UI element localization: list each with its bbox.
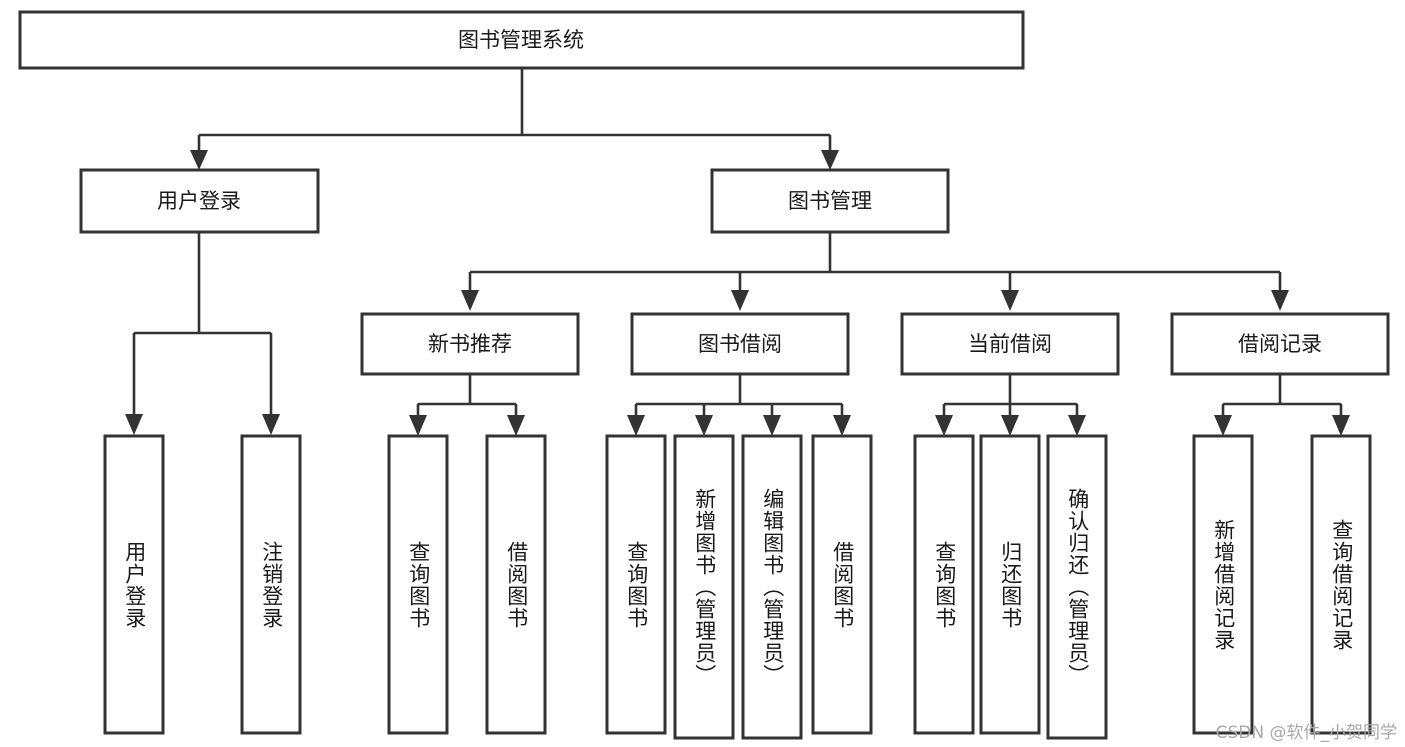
node-box-leaf-return-book[interactable] (979, 434, 1041, 735)
arrow-to-borrow-record (1271, 290, 1289, 311)
label-book-manage: 图书管理 (788, 189, 872, 213)
node-box-leaf-query-record[interactable] (1310, 434, 1372, 735)
arrow-to-leaf-query-book-3 (935, 415, 953, 436)
node-box-current-borrow[interactable] (900, 312, 1120, 376)
node-box-user-login[interactable] (79, 168, 320, 234)
label-leaf-return-book: 归还图书 (998, 540, 1023, 629)
arrow-to-leaf-borrow-book-1 (507, 415, 525, 436)
arrow-to-leaf-add-book (695, 415, 713, 436)
node-box-leaf-borrow-book-1[interactable] (485, 434, 547, 735)
node-box-book-borrow[interactable] (630, 312, 850, 376)
arrow-to-new-book-rec (461, 290, 479, 311)
node-box-leaf-confirm-return[interactable] (1046, 434, 1108, 740)
label-user-login: 用户登录 (157, 189, 241, 213)
label-leaf-query-book-3: 查询图书 (932, 540, 957, 629)
connector-layer (125, 68, 1350, 436)
node-box-leaf-add-book[interactable] (673, 434, 735, 740)
node-box-leaf-add-record[interactable] (1192, 434, 1254, 735)
arrow-to-leaf-edit-book (763, 415, 781, 436)
label-borrow-record: 借阅记录 (1238, 332, 1322, 356)
arrow-to-leaf-confirm-return (1068, 415, 1086, 436)
arrow-to-leaf-query-book-1 (409, 415, 427, 436)
node-box-new-book-rec[interactable] (360, 312, 580, 376)
node-box-leaf-logout[interactable] (240, 434, 302, 735)
label-leaf-borrow-book-1: 借阅图书 (504, 540, 529, 629)
label-leaf-confirm-return: 确认归还（管理员） (1065, 488, 1090, 686)
horizontal-label-layer: 图书管理系统 用户登录 图书管理 新书推荐 图书借阅 当前借阅 借阅记录 (157, 28, 1322, 356)
label-leaf-edit-book: 编辑图书（管理员） (760, 488, 785, 686)
arrow-to-user-login (190, 150, 208, 170)
node-box-book-manage[interactable] (710, 168, 950, 234)
node-box-leaf-user-login[interactable] (103, 434, 165, 735)
node-box-borrow-record[interactable] (1170, 312, 1390, 376)
node-box-leaf-borrow-book-2[interactable] (811, 434, 873, 735)
arrow-to-leaf-add-record (1214, 415, 1232, 436)
arrow-to-leaf-logout (262, 414, 280, 435)
arrow-to-current-borrow (1001, 290, 1019, 311)
arrow-to-leaf-query-book-2 (627, 415, 645, 436)
watermark-text: CSDN @软件_小贺同学 (1215, 723, 1397, 743)
label-current-borrow: 当前借阅 (968, 332, 1052, 356)
arrow-to-book-borrow (731, 290, 749, 311)
node-box-layer (18, 10, 1390, 740)
label-root: 图书管理系统 (458, 28, 584, 52)
node-box-leaf-query-book-1[interactable] (387, 434, 449, 735)
arrow-to-leaf-borrow-book-2 (833, 415, 851, 436)
node-box-root[interactable] (18, 10, 1025, 70)
arrow-to-leaf-user-login (125, 414, 143, 435)
arrow-to-book-manage (821, 150, 839, 170)
label-leaf-add-book: 新增图书（管理员） (692, 488, 717, 686)
label-leaf-borrow-book-2: 借阅图书 (830, 540, 855, 629)
arrow-to-leaf-return-book (1001, 415, 1019, 436)
label-leaf-query-book-2: 查询图书 (624, 540, 649, 629)
label-leaf-logout: 注销登录 (259, 540, 284, 629)
label-book-borrow: 图书借阅 (698, 332, 782, 356)
label-leaf-add-record: 新增借阅记录 (1211, 518, 1236, 651)
node-box-leaf-query-book-2[interactable] (605, 434, 667, 735)
label-leaf-query-book-1: 查询图书 (406, 540, 431, 629)
node-box-leaf-query-book-3[interactable] (913, 434, 975, 735)
label-new-book-rec: 新书推荐 (428, 332, 512, 356)
arrow-to-leaf-query-record (1332, 415, 1350, 436)
label-leaf-query-record: 查询借阅记录 (1329, 518, 1354, 651)
label-leaf-user-login: 用户登录 (122, 540, 147, 629)
node-box-leaf-edit-book[interactable] (741, 434, 803, 740)
